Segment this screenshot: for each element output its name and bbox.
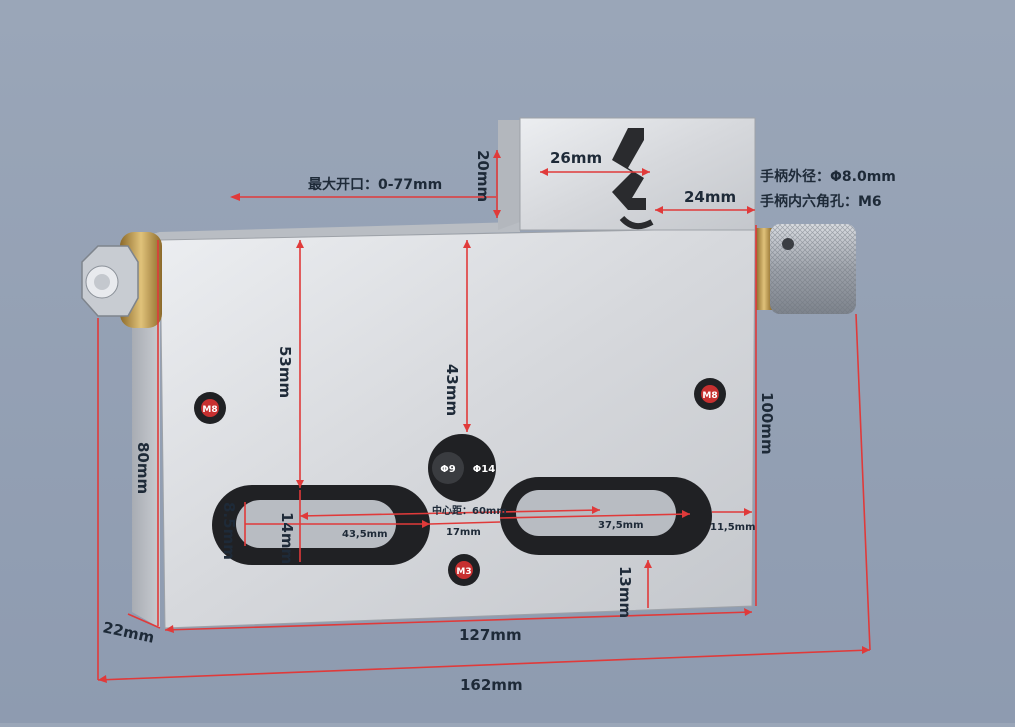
dim-43-5: 43,5mm [342, 529, 388, 540]
max-opening-label: 最大开口：0-77mm [308, 176, 442, 193]
dim-11-5: 11,5mm [710, 522, 756, 533]
thread-hole-right: M8 [694, 378, 726, 410]
dim-162: 162mm [460, 676, 523, 694]
dim-17: 17mm [446, 527, 481, 538]
dim-53: 53mm [276, 346, 294, 398]
dim-14: 14mm [278, 512, 296, 564]
jaw-slot [604, 128, 646, 210]
handle-hex-hole [782, 238, 794, 250]
svg-text:M8: M8 [202, 405, 217, 415]
phi9-label: Φ9 [440, 464, 456, 475]
dim-43: 43mm [443, 364, 461, 416]
vise-body [132, 222, 756, 629]
svg-text:M3: M3 [456, 567, 471, 577]
dim-100: 100mm [758, 392, 776, 455]
knurled-handle [756, 224, 856, 314]
dim-80: 80mm [134, 442, 152, 494]
dimension-labels: 最大开口：0-77mm 26mm 20mm 24mm 手柄外径：Φ8.0mm 手… [101, 149, 896, 694]
thread-hole-left: M8 [194, 392, 226, 424]
dim-127: 127mm [459, 626, 522, 644]
left-screw [81, 232, 162, 328]
dim-13: 13mm [616, 566, 634, 618]
dim-24: 24mm [684, 188, 736, 206]
center-hole: Φ9 Φ14 [428, 434, 496, 502]
dim-8-5: 8.5mm [220, 502, 238, 560]
dimension-lines [97, 150, 871, 683]
center-distance-label: 中心距：60mm [432, 504, 507, 517]
phi14-label: Φ14 [473, 464, 495, 475]
movable-jaw [498, 117, 756, 231]
dim-26: 26mm [550, 149, 602, 167]
handle-od-label: 手柄外径：Φ8.0mm [760, 168, 896, 185]
dim-37-5: 37,5mm [598, 520, 644, 531]
svg-text:M8: M8 [702, 391, 717, 401]
handle-hex-label: 手柄内六角孔：M6 [760, 193, 882, 210]
dim-20: 20mm [474, 150, 492, 202]
thread-hole-bottom: M3 [448, 554, 480, 586]
